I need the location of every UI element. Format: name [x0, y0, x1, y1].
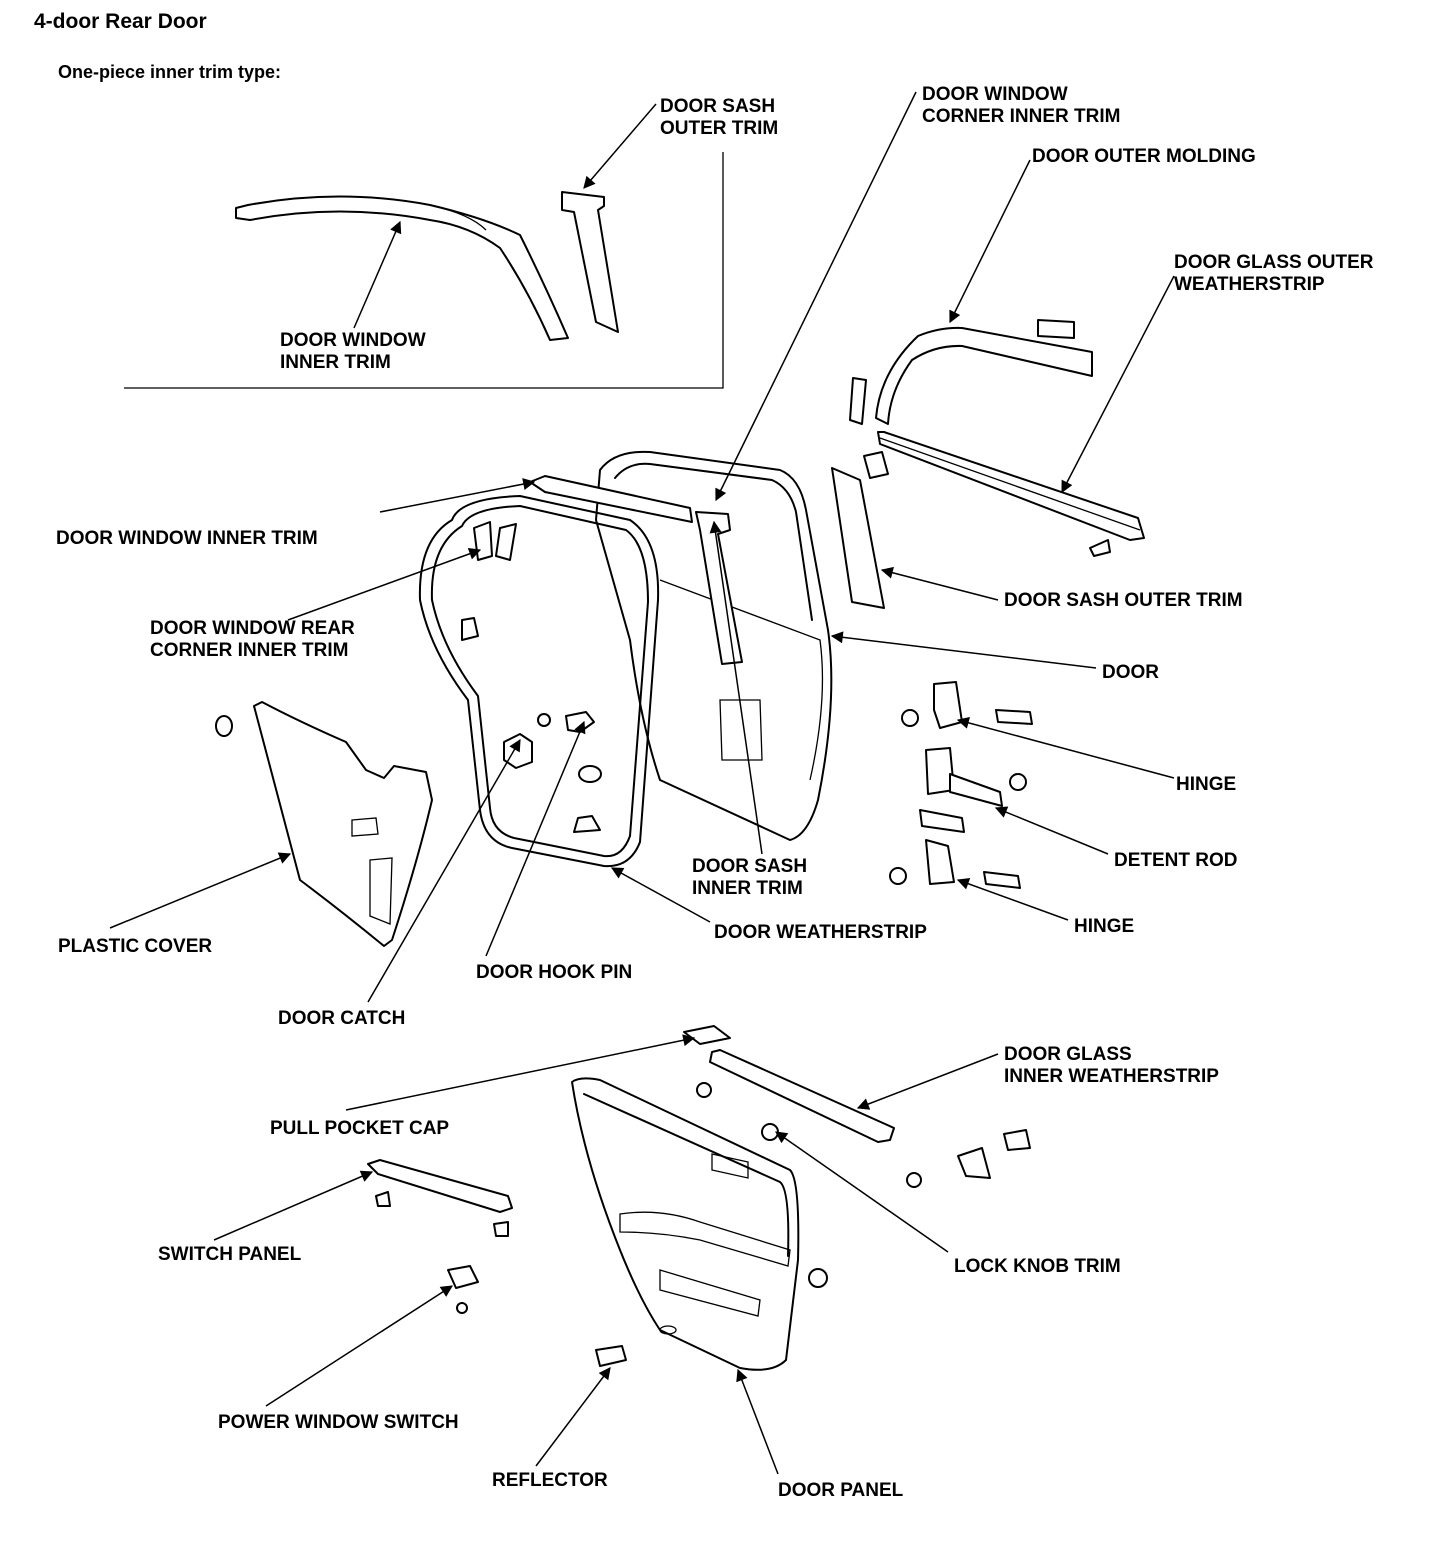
label-detent-rod: DETENT ROD — [1114, 850, 1238, 871]
label-door-sash-outer-trim: DOOR SASH OUTER TRIM — [1004, 590, 1243, 611]
part-door-window-rear-corner-inner-trim — [473, 521, 517, 561]
part-reflector — [595, 1345, 627, 1367]
part-hinge-lower — [889, 839, 1021, 889]
part-power-window-switch — [447, 1265, 479, 1314]
leader-lines — [109, 91, 1175, 1475]
label-reflector: REFLECTOR — [492, 1470, 608, 1491]
label-door: DOOR — [1102, 662, 1159, 683]
part-hinge-upper — [901, 681, 1033, 729]
label-door-panel: DOOR PANEL — [778, 1480, 904, 1501]
label-power-window-switch: POWER WINDOW SWITCH — [218, 1412, 459, 1433]
part-pull-pocket-cap — [683, 1025, 731, 1045]
label-door-hook-pin: DOOR HOOK PIN — [476, 962, 632, 983]
part-door-glass-inner-weatherstrip — [709, 1049, 895, 1143]
page-subtitle: One-piece inner trim type: — [58, 62, 282, 82]
label-hinge-lower: HINGE — [1074, 916, 1134, 937]
page-title: 4-door Rear Door — [34, 10, 207, 33]
label-lock-knob-trim: LOCK KNOB TRIM — [954, 1256, 1121, 1277]
label-door-weatherstrip: DOOR WEATHERSTRIP — [714, 922, 927, 943]
part-door-glass-outer-weatherstrip — [863, 431, 1145, 557]
part-door-hook-pin — [461, 617, 602, 833]
part-door-weatherstrip — [418, 495, 660, 868]
part-door-sash-outer-trim-right — [831, 467, 885, 609]
part-door-panel — [571, 1077, 800, 1371]
part-switch-panel — [367, 1159, 513, 1237]
part-door-sash-inner-trim — [695, 511, 743, 665]
label-plastic-cover: PLASTIC COVER — [58, 936, 212, 957]
label-hinge-upper: HINGE — [1176, 774, 1236, 795]
label-pull-pocket-cap: PULL POCKET CAP — [270, 1118, 449, 1139]
inset-bracket — [124, 152, 724, 389]
label-door-catch: DOOR CATCH — [278, 1008, 405, 1029]
label-door-outer-molding: DOOR OUTER MOLDING — [1032, 146, 1256, 167]
label-switch-panel: SWITCH PANEL — [158, 1244, 302, 1265]
part-door-sash-outer-trim-top — [561, 191, 619, 333]
part-door-window-inner-trim — [529, 475, 693, 523]
part-door-window-inner-trim-top — [235, 195, 569, 341]
part-plastic-cover — [215, 701, 433, 947]
part-detent-rod — [919, 747, 1027, 833]
label-door-window-inner-trim: DOOR WINDOW INNER TRIM — [56, 528, 318, 549]
part-door-outer-molding — [849, 319, 1093, 425]
part-door — [595, 450, 833, 841]
misc-fasteners — [696, 1082, 1031, 1288]
part-door-catch — [503, 713, 551, 769]
